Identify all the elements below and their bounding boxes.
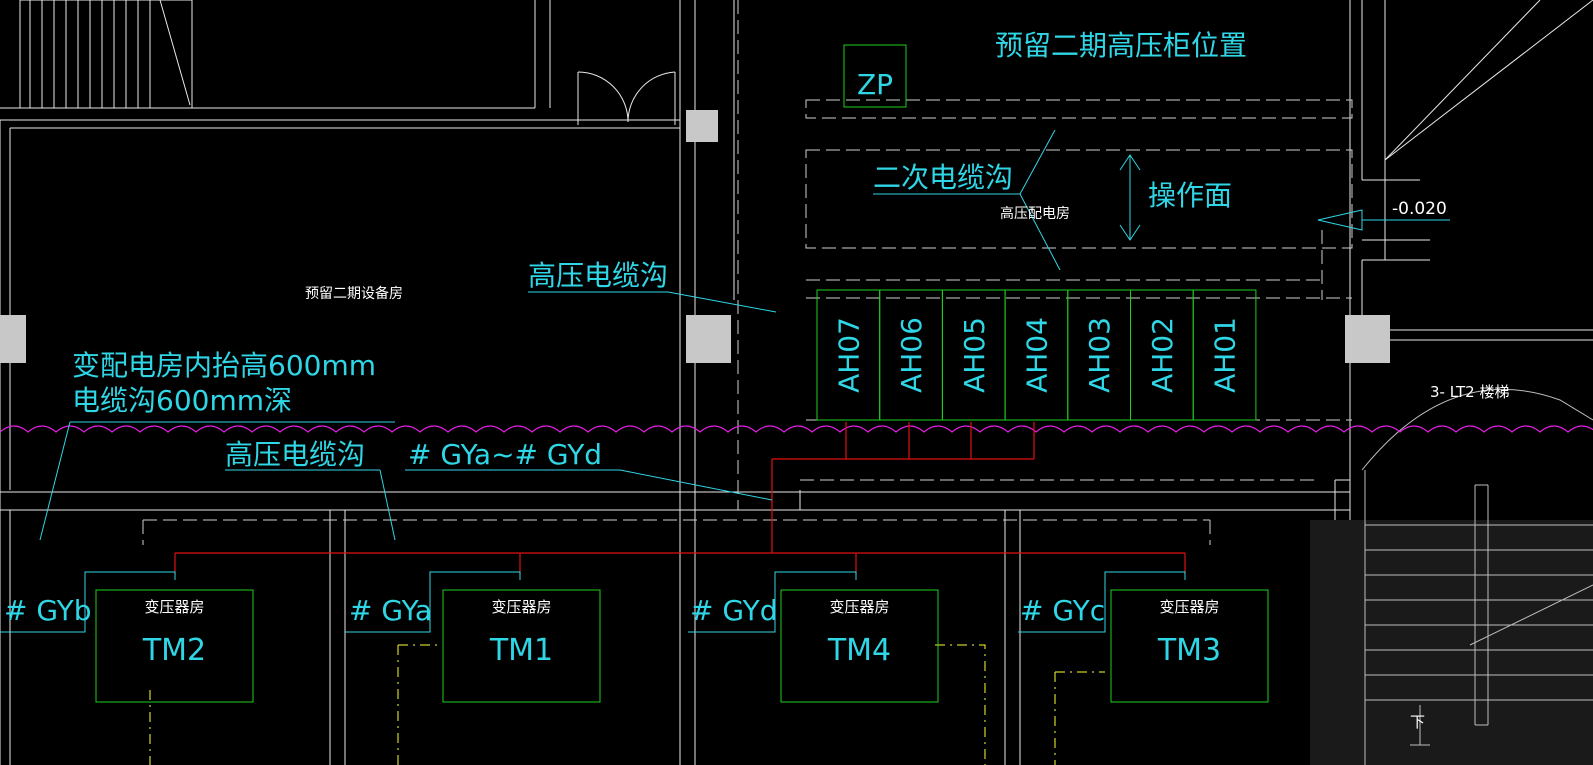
hv-cables — [174, 422, 1186, 575]
gy-range-label: # GYa~# GYd — [408, 438, 602, 471]
feeder-label: # GYb — [4, 594, 92, 627]
transformer-tm3 — [1110, 589, 1269, 703]
revision-cloud — [0, 425, 1593, 433]
transformer-name: TM2 — [142, 633, 206, 668]
level-label: -0.020 — [1392, 199, 1447, 219]
cabinet-label: AH02 — [1146, 317, 1179, 393]
zp-label: ZP — [857, 68, 893, 101]
transformer-name: TM3 — [1157, 633, 1221, 668]
cabinet-ah01 — [1192, 289, 1257, 421]
transformer-room-label: 变压器房 — [1159, 598, 1219, 616]
cabinet-label: AH03 — [1083, 317, 1116, 393]
reserved-cabinet-label: 预留二期高压柜位置 — [995, 29, 1247, 62]
transformer-name: TM4 — [827, 633, 891, 668]
leader-lines — [0, 129, 1450, 633]
hv-room-label: 高压配电房 — [1000, 205, 1070, 222]
transformer-room-label: 变压器房 — [144, 598, 204, 616]
room-hatch — [149, 644, 1105, 765]
transformer-tm2 — [95, 589, 254, 703]
operation-face-label: 操作面 — [1148, 179, 1232, 212]
hv-trench-label-2: 高压电缆沟 — [225, 438, 365, 471]
raise-note-1: 变配电房内抬高600mm — [72, 349, 376, 382]
pillars — [0, 110, 1390, 363]
transformer-room-label: 变压器房 — [829, 598, 889, 616]
cabinet-label: AH05 — [958, 317, 991, 393]
raise-note-2: 电缆沟600mm深 — [72, 384, 292, 417]
reserved-room-label: 预留二期设备房 — [305, 285, 403, 302]
transformer-rooms: 变压器房 TM2 # GYb 变压器房 TM1 # GYa 变压器房 TM4 # GYd 变压器房… — [4, 589, 1269, 703]
stair-block — [1310, 388, 1593, 765]
transformer-tm4 — [780, 589, 939, 703]
transformer-tm1 — [442, 589, 601, 703]
hv-trench-label-1: 高压电缆沟 — [528, 259, 668, 292]
cabinet-label: AH07 — [832, 317, 865, 393]
cabinet-label: AH04 — [1020, 317, 1053, 393]
transformer-name: TM1 — [489, 633, 553, 668]
feeder-label: # GYa — [349, 594, 432, 627]
switchgear-row: AH07 AH06 AH05 AH04 AH03 AH02 AH01 — [816, 289, 1257, 421]
feeder-label: # GYd — [690, 594, 778, 627]
transformer-room-label: 变压器房 — [491, 598, 551, 616]
secondary-trench-label: 二次电缆沟 — [873, 161, 1013, 194]
cabinet-label: AH06 — [895, 317, 928, 393]
feeder-label: # GYc — [1020, 594, 1105, 627]
cabinet-label: AH01 — [1209, 317, 1242, 393]
zp-box — [843, 44, 907, 108]
stair-label: 3- LT2 楼梯 — [1430, 383, 1510, 401]
stair-down-label: 下 — [1410, 713, 1425, 731]
